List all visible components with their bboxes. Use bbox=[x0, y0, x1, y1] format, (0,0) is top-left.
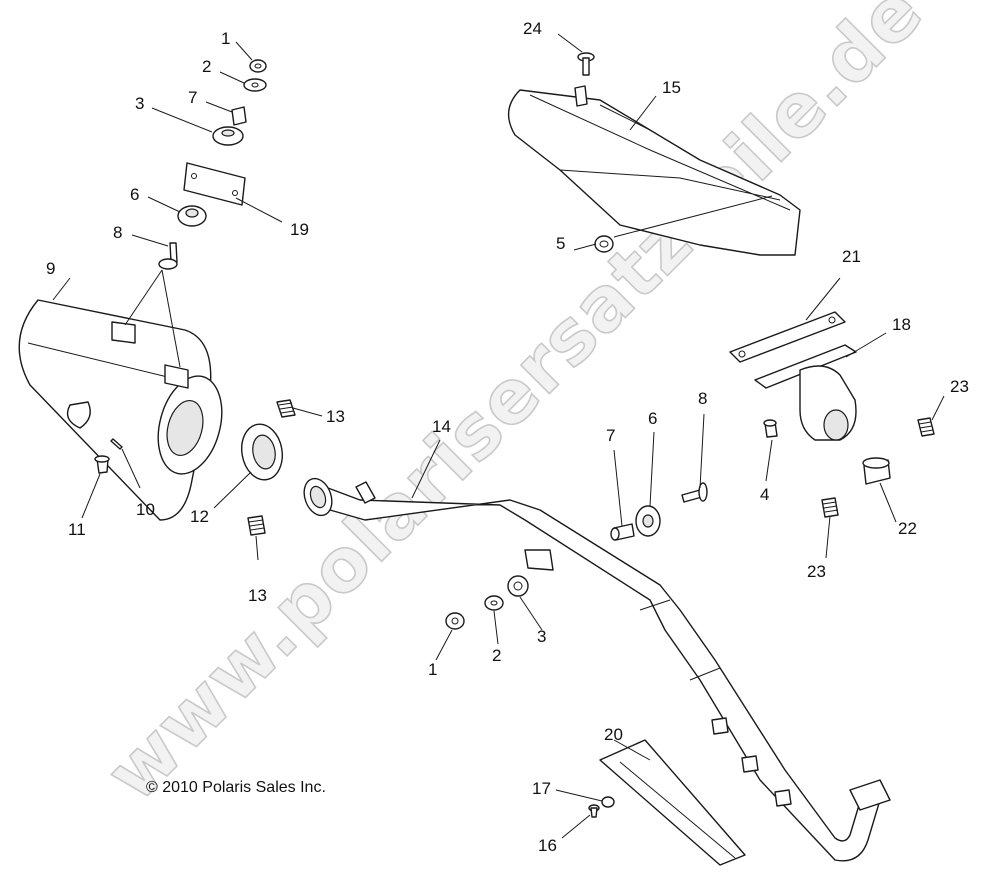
callout-13-upper: 13 bbox=[326, 407, 345, 426]
leader-lines bbox=[52, 33, 945, 839]
callout-1-upper: 1 bbox=[221, 29, 230, 48]
bolt-8-middle bbox=[681, 482, 708, 503]
head-pipe bbox=[303, 477, 891, 862]
callout-20: 20 bbox=[604, 725, 623, 744]
gasket-21 bbox=[729, 311, 846, 363]
callout-19: 19 bbox=[290, 220, 309, 239]
exhaust-flange-18 bbox=[754, 344, 857, 441]
callout-7-upper: 7 bbox=[188, 88, 197, 107]
mount-sleeve-7 bbox=[231, 106, 247, 126]
washer-2-middle bbox=[484, 595, 504, 611]
callout-23-lower: 23 bbox=[807, 562, 826, 581]
mount-grommet-3 bbox=[212, 126, 244, 146]
callout-2-upper: 2 bbox=[202, 57, 211, 76]
mount-grommet-6 bbox=[177, 205, 207, 227]
callout-1-middle: 1 bbox=[428, 660, 437, 679]
copyright-notice: © 2010 Polaris Sales Inc. bbox=[146, 779, 326, 796]
callout-6-upper: 6 bbox=[130, 185, 139, 204]
callout-2-middle: 2 bbox=[492, 646, 501, 665]
callout-22: 22 bbox=[898, 519, 917, 538]
spring-13-lower bbox=[247, 515, 266, 536]
sleeve-7-middle bbox=[610, 523, 635, 541]
nut-5 bbox=[594, 235, 614, 253]
spring-23-lower bbox=[821, 497, 839, 518]
callout-3-middle: 3 bbox=[537, 627, 546, 646]
washer-17 bbox=[601, 796, 615, 808]
callout-23-right: 23 bbox=[950, 377, 969, 396]
mount-nut-1 bbox=[249, 59, 267, 73]
callout-14: 14 bbox=[432, 417, 451, 436]
callout-6-middle: 6 bbox=[648, 409, 657, 428]
callout-13-lower: 13 bbox=[248, 586, 267, 605]
mount-bracket-19 bbox=[183, 162, 246, 206]
callout-17: 17 bbox=[532, 779, 551, 798]
bolt-24 bbox=[577, 52, 595, 76]
muffler bbox=[18, 299, 223, 521]
callout-labels: 24 15 5 21 18 23 8 6 7 14 4 22 23 1 2 3 … bbox=[46, 19, 969, 855]
callout-8-middle: 8 bbox=[698, 389, 707, 408]
gasket-22 bbox=[862, 457, 891, 485]
callout-16: 16 bbox=[538, 836, 557, 855]
spring-23-right bbox=[917, 417, 935, 437]
callout-5: 5 bbox=[556, 234, 565, 253]
callout-4: 4 bbox=[760, 485, 769, 504]
nut-1-middle bbox=[445, 612, 465, 630]
callout-3-upper: 3 bbox=[135, 94, 144, 113]
callout-18: 18 bbox=[892, 315, 911, 334]
callout-7-middle: 7 bbox=[606, 426, 615, 445]
spring-13-upper bbox=[276, 399, 296, 418]
mount-bolt-8 bbox=[158, 242, 178, 270]
callout-12: 12 bbox=[190, 507, 209, 526]
bolt-11 bbox=[94, 455, 110, 474]
gasket-ring-12 bbox=[241, 423, 283, 481]
callout-21: 21 bbox=[842, 247, 861, 266]
grommet-6-middle bbox=[635, 505, 661, 537]
callout-15: 15 bbox=[662, 78, 681, 97]
callout-9: 9 bbox=[46, 259, 55, 278]
callout-24: 24 bbox=[523, 19, 542, 38]
stud-4 bbox=[763, 419, 778, 438]
callout-11: 11 bbox=[68, 520, 86, 539]
washer-3-middle bbox=[507, 575, 529, 597]
screw-10 bbox=[110, 438, 123, 450]
mount-washer-2 bbox=[243, 78, 267, 92]
heat-shield bbox=[507, 85, 801, 256]
callout-8-upper: 8 bbox=[113, 223, 122, 242]
lower-heat-shield-20 bbox=[599, 739, 746, 866]
callout-10: 10 bbox=[136, 500, 155, 519]
screw-16 bbox=[588, 804, 600, 818]
